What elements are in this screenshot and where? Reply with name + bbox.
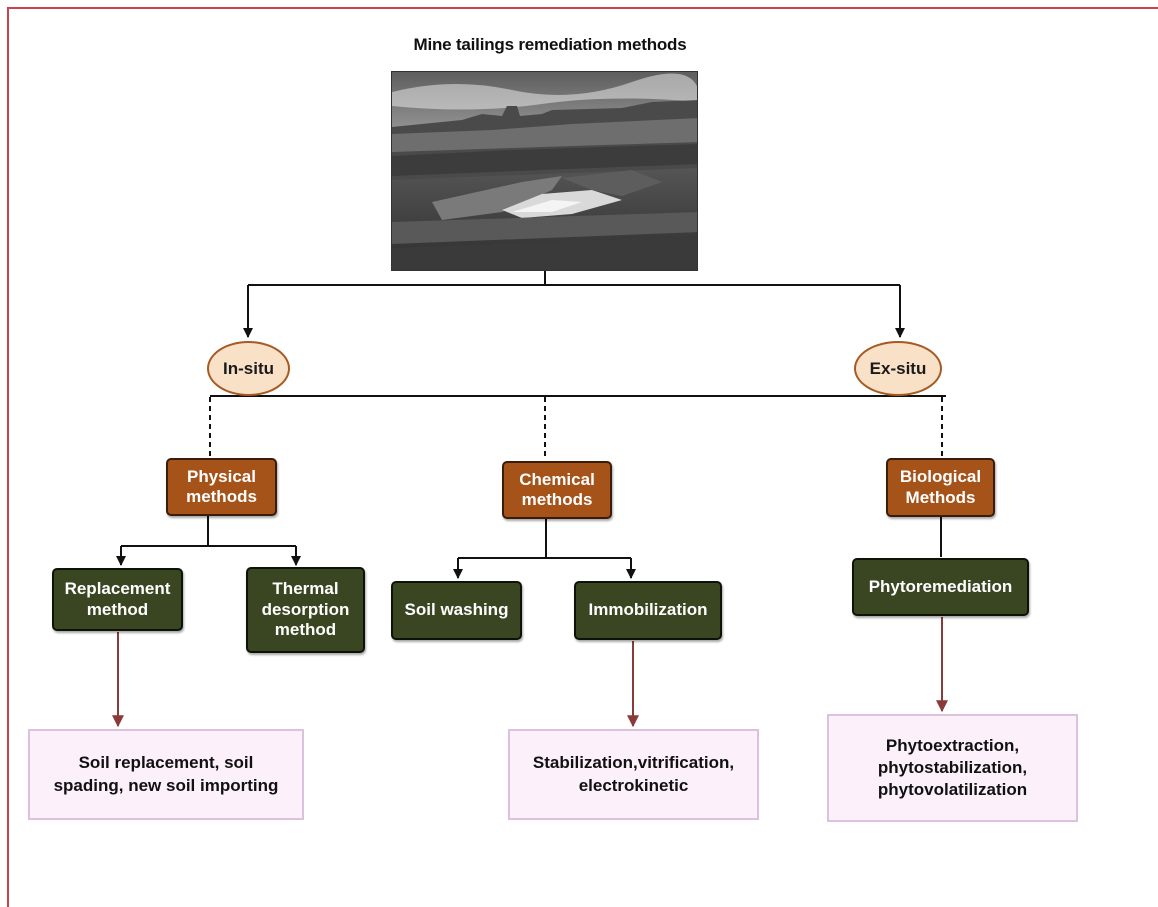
phytoremediation-label: Phytoremediation bbox=[868, 576, 1013, 596]
phytoremediation-outcome-text: Phytoextraction, phytostabilization, phy… bbox=[877, 735, 1028, 800]
physical-methods-box: Physical methods bbox=[166, 458, 277, 516]
in-situ-label: In-situ bbox=[223, 358, 274, 378]
replacement-outcome-box: Soil replacement, soil spading, new soil… bbox=[28, 729, 304, 820]
immobilization-label: Immobilization bbox=[588, 600, 708, 620]
soil-washing-box: Soil washing bbox=[391, 581, 522, 640]
mine-tailings-photo bbox=[391, 71, 698, 271]
diagram-title: Mine tailings remediation methods bbox=[413, 35, 687, 54]
phytoremediation-box: Phytoremediation bbox=[852, 558, 1029, 616]
chemical-methods-box: Chemical methods bbox=[502, 461, 612, 519]
thermal-desorption-box: Thermal desorption method bbox=[246, 567, 365, 653]
immobilization-outcome-text: Stabilization,vitrification, electrokine… bbox=[532, 753, 735, 795]
immobilization-outcome-box: Stabilization,vitrification, electrokine… bbox=[508, 729, 759, 820]
biological-methods-label: Biological Methods bbox=[899, 467, 982, 507]
replacement-method-box: Replacement method bbox=[52, 568, 183, 631]
replacement-method-label: Replacement method bbox=[64, 579, 171, 619]
replacement-outcome-text: Soil replacement, soil spading, new soil… bbox=[53, 753, 279, 795]
phytoremediation-outcome-box: Phytoextraction, phytostabilization, phy… bbox=[827, 714, 1078, 822]
in-situ-oval: In-situ bbox=[207, 341, 290, 396]
ex-situ-oval: Ex-situ bbox=[854, 341, 942, 396]
biological-methods-box: Biological Methods bbox=[886, 458, 995, 517]
figure-frame bbox=[7, 7, 1158, 907]
physical-methods-label: Physical methods bbox=[186, 466, 257, 506]
soil-washing-label: Soil washing bbox=[404, 600, 509, 620]
thermal-desorption-label: Thermal desorption method bbox=[261, 579, 350, 640]
immobilization-box: Immobilization bbox=[574, 581, 722, 640]
chemical-methods-label: Chemical methods bbox=[519, 469, 595, 509]
ex-situ-label: Ex-situ bbox=[869, 358, 927, 378]
